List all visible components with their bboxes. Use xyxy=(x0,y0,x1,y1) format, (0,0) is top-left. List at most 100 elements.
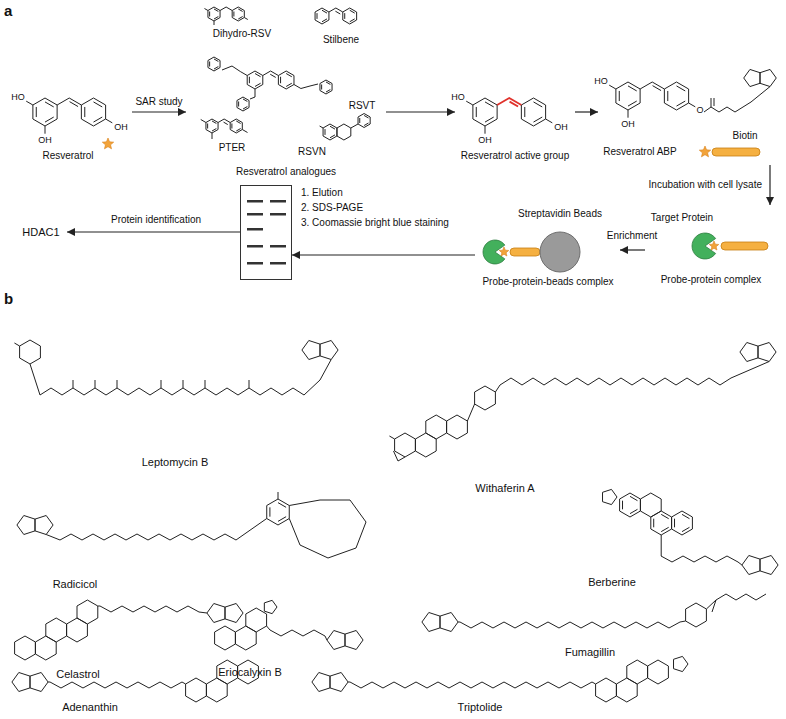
double-bond xyxy=(214,67,218,70)
bond-line xyxy=(30,364,40,395)
double-bond xyxy=(209,61,210,66)
substituent-bond xyxy=(45,126,46,134)
bond-line xyxy=(161,380,162,388)
double-bond xyxy=(238,101,239,106)
ring xyxy=(521,98,545,126)
biotin-tag xyxy=(712,148,760,156)
double-bond xyxy=(255,74,261,77)
biotin-ring xyxy=(17,515,35,534)
ring xyxy=(343,8,357,24)
double-bond xyxy=(676,101,685,106)
substituent-bond xyxy=(546,119,553,123)
double-bond xyxy=(661,527,668,531)
double-bond xyxy=(183,380,184,388)
double-bond xyxy=(214,59,218,62)
substituent-bond xyxy=(14,343,19,346)
double-bond xyxy=(84,107,85,117)
biotin-ring xyxy=(327,630,345,649)
double-bond xyxy=(278,517,286,522)
ring xyxy=(620,493,641,517)
ring xyxy=(603,489,617,504)
substituent-bond xyxy=(609,85,616,89)
ring xyxy=(33,98,57,126)
bond-line xyxy=(350,682,592,688)
biotin-ring xyxy=(330,672,348,691)
flow-arrow xyxy=(292,254,475,255)
ring xyxy=(426,415,447,439)
bond-line xyxy=(714,98,715,106)
node-label: RSVN xyxy=(298,146,326,158)
epoxide xyxy=(706,600,716,612)
ring xyxy=(616,678,637,702)
biotin-ring xyxy=(760,555,778,574)
atom-label: O xyxy=(696,105,703,115)
double-bond xyxy=(322,10,327,13)
vinyl-linker xyxy=(640,82,664,89)
double-bond xyxy=(682,527,689,531)
atom-label: OH xyxy=(478,135,492,145)
double-bond xyxy=(674,519,675,528)
double-bond xyxy=(630,496,637,500)
bond-line xyxy=(270,630,325,636)
double-bond xyxy=(619,91,620,101)
ring xyxy=(320,80,332,94)
bond-line xyxy=(680,621,686,622)
flow-arrow xyxy=(386,111,455,112)
substituent-bond xyxy=(214,21,215,25)
panel-letter: b xyxy=(4,290,13,307)
double-bond xyxy=(653,519,654,528)
analogue-group: Resveratrol analoguesDihydro-RSVStilbene… xyxy=(186,2,386,184)
double-bond xyxy=(317,13,318,19)
ring xyxy=(232,7,244,21)
substituent-bond xyxy=(26,101,33,105)
double-bond xyxy=(45,117,54,122)
biotin-ring xyxy=(35,515,53,534)
atom-label: HO xyxy=(11,92,25,102)
star-symbol xyxy=(102,138,113,149)
node-label: PTER xyxy=(219,142,246,154)
double-bond xyxy=(359,118,360,123)
biotin-ring xyxy=(422,612,440,631)
ring xyxy=(208,7,220,21)
bond-line xyxy=(460,622,680,628)
bond-line xyxy=(50,682,182,688)
bond-line xyxy=(458,622,460,623)
double-bond xyxy=(330,135,335,138)
double-bond xyxy=(243,107,247,110)
biotin-ring xyxy=(742,555,760,574)
double-bond xyxy=(224,122,228,124)
double-bond xyxy=(212,129,216,132)
double-bond xyxy=(364,123,368,126)
biotin-ring xyxy=(758,342,776,361)
double-bond xyxy=(45,102,54,107)
double-bond xyxy=(93,102,102,107)
compound-name: Fumagillin xyxy=(565,646,615,659)
node-label: 1. Elution xyxy=(301,187,343,199)
ring xyxy=(237,97,249,111)
compound-name: Leptomycin B xyxy=(142,456,209,469)
double-bond xyxy=(364,115,368,118)
bond-line xyxy=(73,380,74,388)
compound-group: Dihydro-RSV xyxy=(192,2,292,44)
ring xyxy=(651,511,672,535)
bond-line xyxy=(289,500,366,558)
biotin-ring xyxy=(345,630,363,649)
ring xyxy=(672,511,693,535)
bond-line xyxy=(751,87,770,102)
ring xyxy=(20,340,41,364)
node-label: Resveratrol ABP xyxy=(603,146,676,158)
compound-name: Berberine xyxy=(588,576,636,589)
atom-label: OH xyxy=(621,119,635,129)
bond-line xyxy=(661,535,662,556)
node-label: Probe-protein complex xyxy=(661,274,762,286)
bond-line xyxy=(267,626,270,630)
vinyl-linker xyxy=(497,98,521,105)
probe-group: Resveratrol ABP xyxy=(598,60,782,165)
ring xyxy=(46,618,67,642)
ring xyxy=(323,124,337,140)
edge-label: Protein identification xyxy=(109,214,203,226)
double-bond xyxy=(238,17,242,20)
bond-line xyxy=(731,362,769,378)
double-bond xyxy=(93,117,102,122)
edge-label: Enrichment xyxy=(605,230,660,242)
